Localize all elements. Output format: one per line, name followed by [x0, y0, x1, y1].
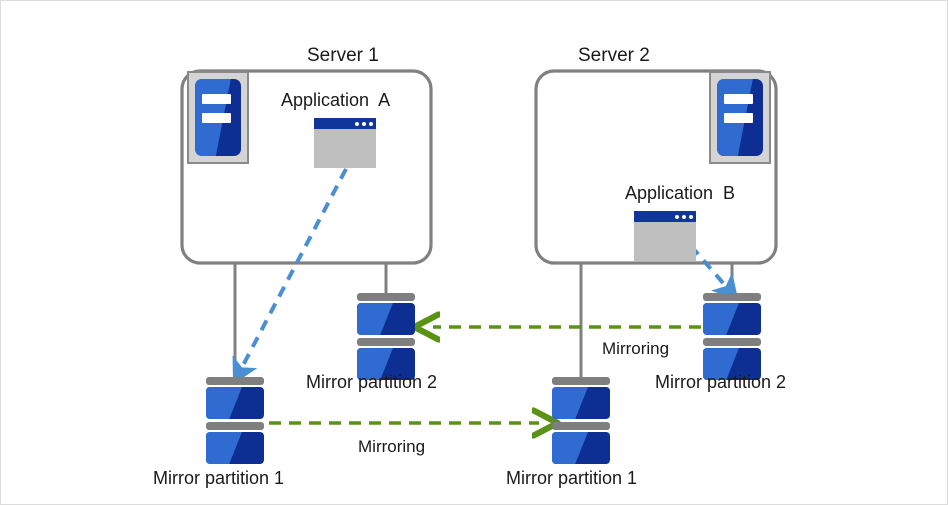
app-b-data-flow-arrow	[689, 244, 739, 301]
application-window-icon	[314, 118, 376, 168]
disk-platter	[357, 348, 415, 380]
disk-stack-icon	[206, 377, 264, 467]
disk-label-left-mirror-1: Mirror partition 1	[153, 468, 285, 488]
disk-cap	[703, 338, 761, 346]
disk-stack-icon	[357, 293, 415, 383]
disk-platter	[552, 432, 610, 464]
disk-platter	[703, 348, 761, 380]
server-chassis-slot	[202, 112, 231, 123]
application-window-titlebar	[314, 118, 376, 129]
server-chassis-slot	[724, 112, 753, 123]
window-dot-icon	[689, 214, 693, 219]
disk-platter	[357, 303, 415, 335]
mirroring-label-upper: Mirroring	[602, 339, 670, 358]
disk-cap	[357, 338, 415, 346]
disk-cap	[206, 377, 264, 385]
server-chassis-body	[195, 79, 241, 156]
disk-label-right-mirror-1: Mirror partition 1	[506, 468, 638, 488]
window-dot-icon	[362, 121, 366, 126]
disk-label-right-mirror-2: Mirror partition 2	[655, 372, 787, 392]
mirroring-label-lower: Mirroring	[358, 437, 426, 456]
window-dot-icon	[355, 121, 359, 126]
disk-stack-icon	[703, 293, 761, 383]
app-a-data-flow-arrow	[232, 168, 348, 385]
server-chassis-slot	[724, 94, 753, 105]
server-chassis-body	[717, 79, 763, 156]
disk-platter	[206, 432, 264, 464]
application-a-label: Application A	[281, 90, 391, 110]
server-2-title: Server 2	[578, 45, 650, 66]
disk-platter	[206, 387, 264, 419]
window-dot-icon	[369, 121, 373, 126]
server-chassis-icon	[187, 71, 249, 164]
server-1-title: Server 1	[307, 45, 379, 66]
disk-cap	[357, 293, 415, 301]
disk-label-left-mirror-2: Mirror partition 2	[306, 372, 438, 392]
application-window-icon	[634, 211, 696, 261]
application-window-titlebar	[634, 211, 696, 222]
disk-platter	[552, 387, 610, 419]
window-dot-icon	[675, 214, 679, 219]
server-chassis-icon	[709, 71, 771, 164]
window-dot-icon	[682, 214, 686, 219]
application-b-label: Application B	[625, 183, 736, 203]
disk-cap	[703, 293, 761, 301]
disk-cap	[552, 377, 610, 385]
disk-cap	[206, 422, 264, 430]
disk-cap	[552, 422, 610, 430]
disk-stack-icon	[552, 377, 610, 467]
server-chassis-slot	[202, 94, 231, 105]
disk-platter	[703, 303, 761, 335]
